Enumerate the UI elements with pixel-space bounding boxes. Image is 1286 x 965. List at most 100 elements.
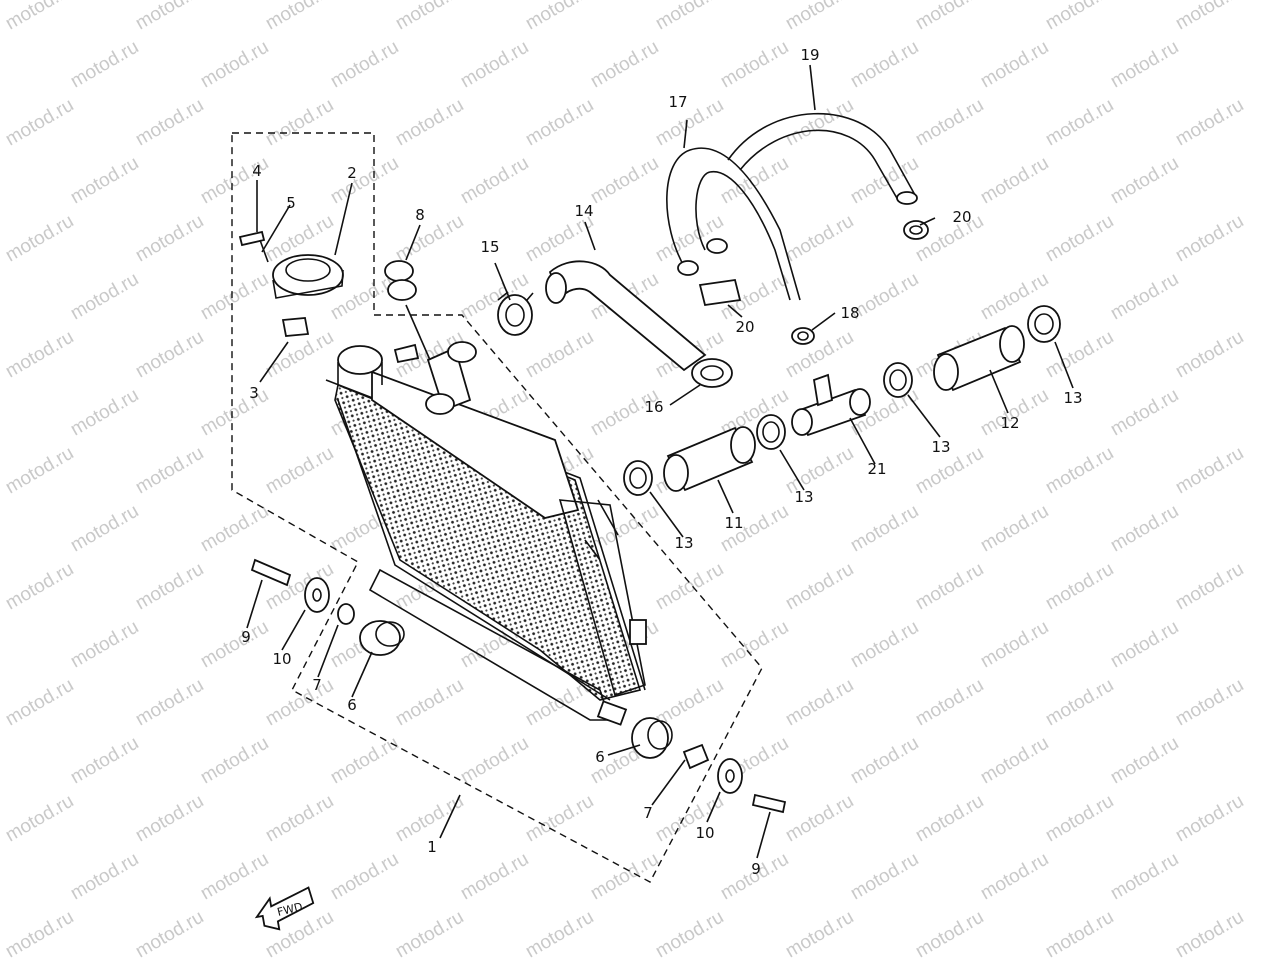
watermark-text: motod.ru bbox=[1172, 443, 1247, 499]
callout-16: 16 bbox=[644, 398, 663, 416]
watermark-text: motod.ru bbox=[2, 211, 77, 267]
watermark-text: motod.ru bbox=[132, 0, 207, 34]
radiator-cap bbox=[272, 254, 344, 299]
washer-10-left bbox=[304, 577, 330, 613]
callout-17: 17 bbox=[668, 93, 687, 111]
callout-8: 8 bbox=[415, 206, 425, 224]
watermark-text: motod.ru bbox=[587, 849, 662, 905]
cap-stopper-bolt bbox=[238, 230, 269, 263]
watermark-text: motod.ru bbox=[847, 617, 922, 673]
watermark-text: motod.ru bbox=[262, 791, 337, 847]
callout-12: 12 bbox=[1000, 414, 1019, 432]
watermark-text: motod.ru bbox=[67, 501, 142, 557]
watermark-text: motod.ru bbox=[782, 95, 857, 151]
callout-20-lower: 20 bbox=[735, 318, 754, 336]
watermark-text: motod.ru bbox=[2, 443, 77, 499]
watermark-text: motod.ru bbox=[587, 153, 662, 209]
watermark-text: motod.ru bbox=[67, 153, 142, 209]
bolt-9-right bbox=[751, 793, 787, 814]
watermark-text: motod.ru bbox=[1172, 211, 1247, 267]
callout-9-left: 9 bbox=[241, 628, 251, 646]
watermark-text: motod.ru bbox=[1042, 95, 1117, 151]
watermark-text: motod.ru bbox=[197, 617, 272, 673]
filler-neck bbox=[337, 343, 420, 385]
callout-13-a: 13 bbox=[674, 534, 693, 552]
watermark-text: motod.ru bbox=[717, 617, 792, 673]
watermark-text: motod.ru bbox=[197, 733, 272, 789]
watermark-text: motod.ru bbox=[67, 733, 142, 789]
watermark-text: motod.ru bbox=[1107, 37, 1182, 93]
watermark-text: motod.ru bbox=[977, 153, 1052, 209]
watermark-text: motod.ru bbox=[717, 37, 792, 93]
leader-lines bbox=[246, 64, 1074, 859]
watermark-text: motod.ru bbox=[457, 37, 532, 93]
watermark-text: motod.ru bbox=[522, 791, 597, 847]
callout-13-d: 13 bbox=[1063, 389, 1082, 407]
watermark-text: motod.ru bbox=[1172, 907, 1247, 963]
watermark-text: motod.ru bbox=[1172, 0, 1247, 34]
watermark-text: motod.ru bbox=[912, 907, 987, 963]
callout-9-right: 9 bbox=[751, 860, 761, 878]
callout-11: 11 bbox=[724, 514, 743, 532]
watermark-text: motod.ru bbox=[132, 907, 207, 963]
hose-12 bbox=[933, 325, 1025, 392]
watermark-text: motod.ru bbox=[977, 733, 1052, 789]
watermark-text: motod.ru bbox=[197, 385, 272, 441]
watermark-text: motod.ru bbox=[457, 733, 532, 789]
cap-stopper bbox=[281, 317, 310, 337]
callout-7-right: 7 bbox=[643, 804, 653, 822]
watermark-text: motod.ru bbox=[652, 95, 727, 151]
washer-10-right bbox=[717, 758, 743, 794]
hose-17 bbox=[666, 147, 801, 307]
callout-13-c: 13 bbox=[931, 438, 950, 456]
watermark-text: motod.ru bbox=[132, 791, 207, 847]
watermark-text: motod.ru bbox=[1042, 907, 1117, 963]
watermark-text: motod.ru bbox=[197, 269, 272, 325]
watermark-text: motod.ru bbox=[67, 849, 142, 905]
watermark-text: motod.ru bbox=[782, 559, 857, 615]
watermark-text: motod.ru bbox=[522, 907, 597, 963]
watermark-text: motod.ru bbox=[522, 0, 597, 34]
callout-6-left: 6 bbox=[347, 696, 357, 714]
clamp-20-upper bbox=[903, 220, 929, 240]
watermark-text: motod.ru bbox=[587, 37, 662, 93]
watermark-text: motod.ru bbox=[847, 37, 922, 93]
watermark-text: motod.ru bbox=[1042, 559, 1117, 615]
watermark-text: motod.ru bbox=[132, 443, 207, 499]
callout-14: 14 bbox=[574, 202, 593, 220]
collar-7-right bbox=[682, 743, 710, 770]
watermark-text: motod.ru bbox=[2, 95, 77, 151]
watermark-text: motod.ru bbox=[717, 153, 792, 209]
grommet-8 bbox=[384, 260, 417, 301]
grommet-6-right bbox=[631, 717, 673, 759]
radiator-core bbox=[325, 370, 647, 726]
watermark-text: motod.ru bbox=[327, 849, 402, 905]
watermark-text: motod.ru bbox=[847, 733, 922, 789]
watermark-text: motod.ru bbox=[2, 0, 77, 34]
hose-19 bbox=[727, 112, 918, 205]
callouts: 1 2 3 4 5 6 6 7 7 8 9 9 10 10 11 12 13 1… bbox=[241, 46, 1082, 878]
watermark-text: motod.ru bbox=[2, 791, 77, 847]
watermark-text: motod.ru bbox=[132, 675, 207, 731]
fwd-arrow: FWD bbox=[254, 886, 315, 931]
watermark-text: motod.ru bbox=[1107, 733, 1182, 789]
watermark-text: motod.ru bbox=[2, 327, 77, 383]
watermark-text: motod.ru bbox=[1042, 443, 1117, 499]
watermark-text: motod.ru bbox=[652, 559, 727, 615]
watermark-text: motod.ru bbox=[847, 849, 922, 905]
hose-14 bbox=[545, 260, 707, 372]
watermark-text: motod.ru bbox=[132, 327, 207, 383]
callout-10-right: 10 bbox=[695, 824, 714, 842]
watermark-text: motod.ru bbox=[392, 211, 467, 267]
collar-7-left bbox=[337, 603, 355, 625]
callout-4: 4 bbox=[252, 162, 262, 180]
watermark-text: motod.ru bbox=[457, 153, 532, 209]
callout-10-left: 10 bbox=[272, 650, 291, 668]
watermark-text: motod.ru bbox=[1107, 501, 1182, 557]
watermark-text: motod.ru bbox=[132, 559, 207, 615]
watermark-text: motod.ru bbox=[782, 675, 857, 731]
bolt-9-left bbox=[250, 558, 292, 587]
watermark-text: motod.ru bbox=[392, 675, 467, 731]
watermark-text: motod.ru bbox=[67, 269, 142, 325]
watermark-text: motod.ru bbox=[977, 849, 1052, 905]
